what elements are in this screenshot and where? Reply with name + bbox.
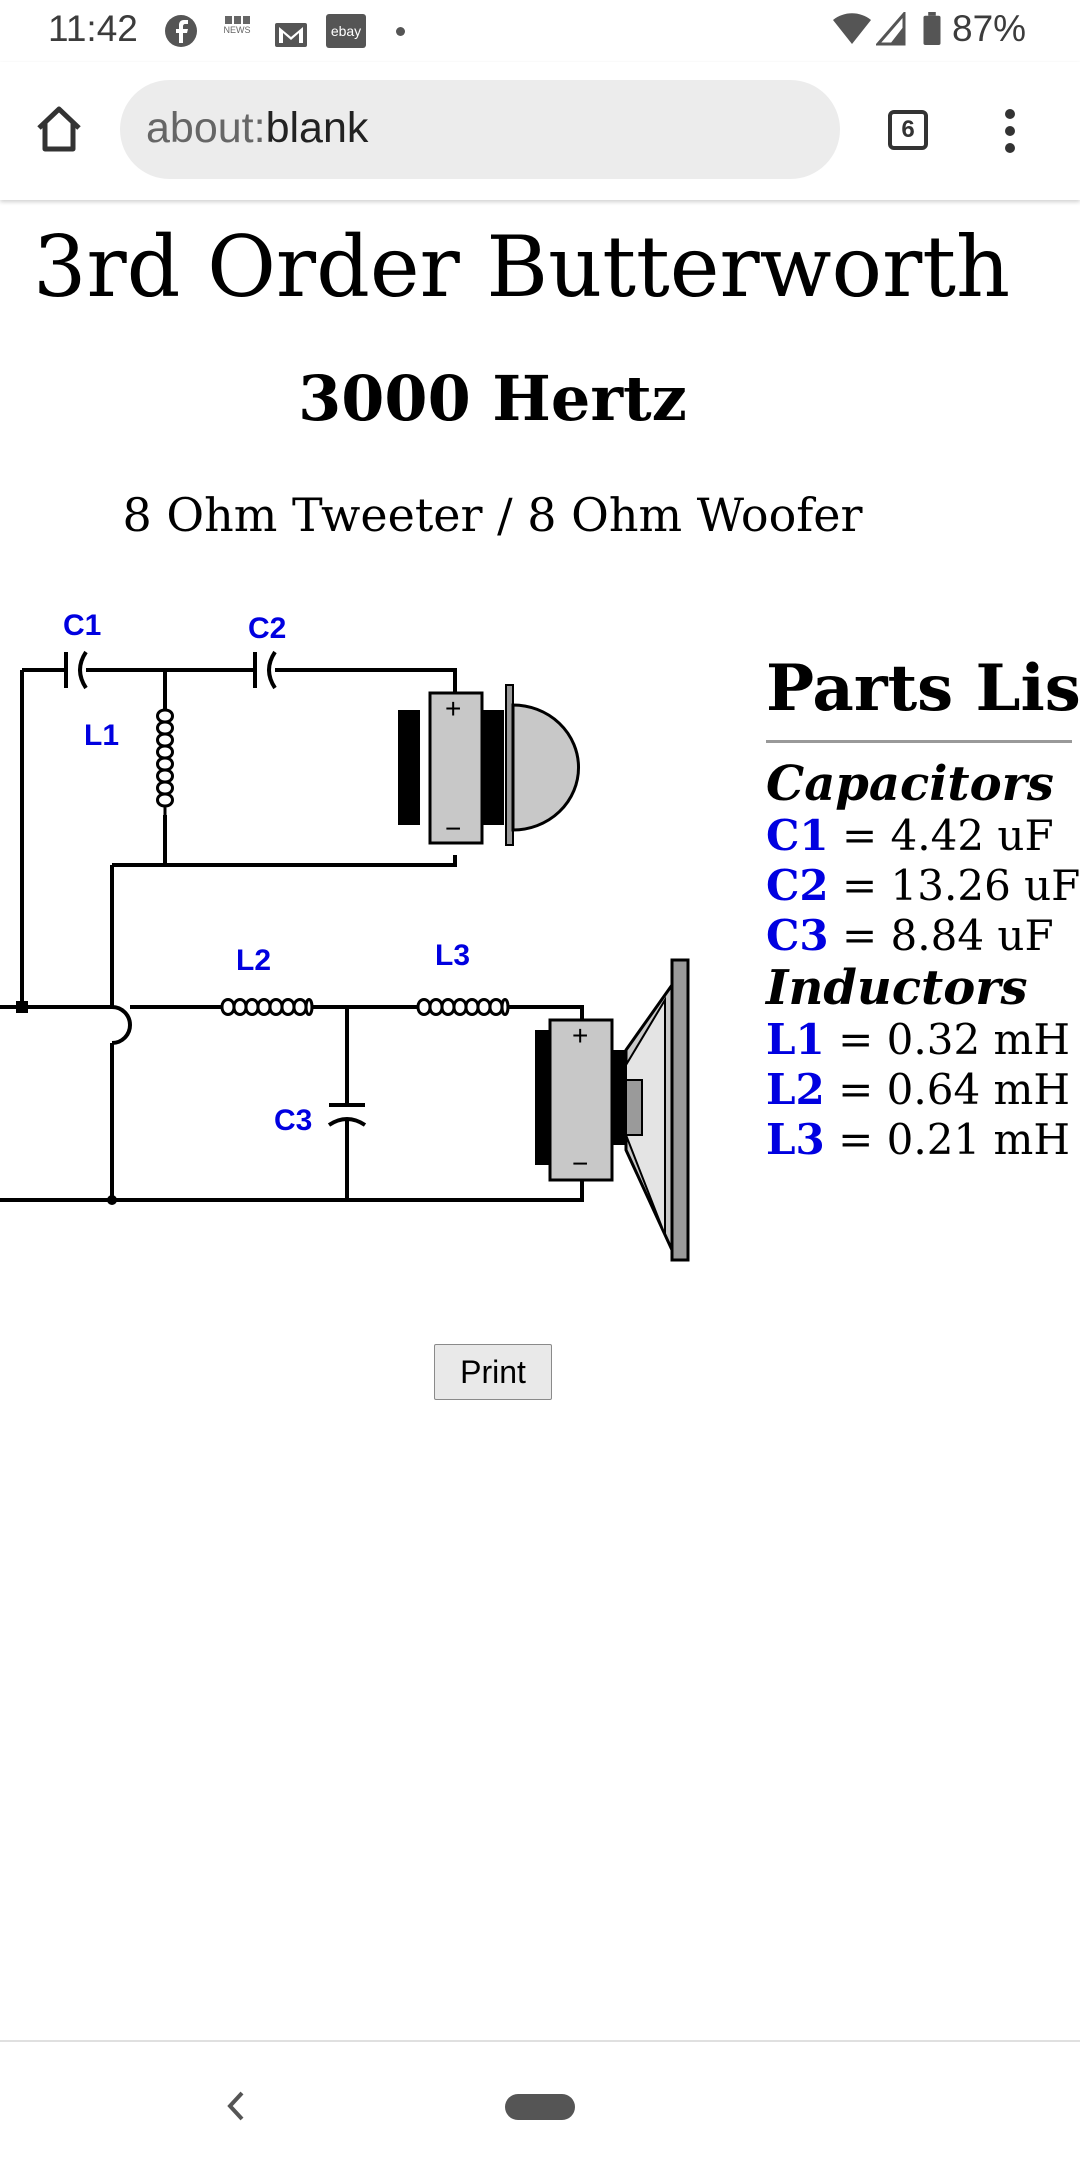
part-row-l3: L3 = 0.21 mH	[766, 1115, 1070, 1164]
l3-inductor	[416, 998, 510, 1016]
wifi-icon	[833, 13, 871, 44]
print-button[interactable]: Print	[434, 1344, 552, 1400]
ebay-icon: ebay	[326, 14, 366, 48]
tweeter-minus-label: −	[445, 813, 461, 844]
tab-switcher-button[interactable]: 6	[888, 110, 928, 150]
status-bar: 11:42 NEWS ebay 87%	[0, 0, 1080, 62]
navigation-bar	[0, 2040, 1080, 2162]
speaker-description: 8 Ohm Tweeter / 8 Ohm Woofer	[122, 488, 863, 542]
c3-label: C3	[274, 1104, 312, 1137]
c3-capacitor	[327, 1103, 367, 1127]
overflow-menu-icon[interactable]	[996, 106, 1024, 156]
l2-inductor	[220, 998, 314, 1016]
bbc-news-icon: NEWS	[222, 16, 252, 46]
frequency-heading: 3000 Hertz	[298, 362, 687, 435]
url-text[interactable]: about:blank	[146, 104, 369, 152]
page-title: 3rd Order Butterworth	[33, 218, 1011, 316]
part-row-l2: L2 = 0.64 mH	[766, 1065, 1070, 1114]
woofer-speaker	[535, 958, 690, 1262]
battery-percent: 87%	[952, 8, 1027, 49]
part-row-c2: C2 = 13.26 uF	[766, 861, 1080, 910]
c2-label: C2	[248, 612, 286, 645]
woofer-minus-label: −	[572, 1148, 588, 1179]
part-row-l1: L1 = 0.32 mH	[766, 1015, 1070, 1064]
c2-capacitor	[253, 650, 277, 690]
woofer-plus-label: +	[572, 1020, 588, 1051]
part-row-c3: C3 = 8.84 uF	[766, 911, 1054, 960]
l1-inductor	[156, 708, 174, 815]
part-row-c1: C1 = 4.42 uF	[766, 811, 1054, 860]
parts-list-heading: Parts List	[766, 651, 1080, 726]
c1-label: C1	[63, 609, 101, 642]
url-bar[interactable]: about:blank	[120, 80, 840, 179]
back-icon[interactable]	[226, 2090, 246, 2122]
capacitors-heading: Capacitors	[766, 756, 1054, 812]
status-time: 11:42	[48, 8, 138, 49]
tweeter-speaker	[398, 684, 580, 846]
battery-icon	[923, 12, 941, 46]
junction-dot	[107, 1195, 117, 1205]
facebook-icon	[165, 15, 197, 47]
parts-list: Parts List Capacitors C1 = 4.42 uF C2 = …	[766, 648, 1080, 1165]
parts-divider	[766, 740, 1072, 743]
junction-dot	[16, 1001, 28, 1013]
home-gesture-pill[interactable]	[505, 2094, 575, 2120]
gmail-icon	[275, 23, 307, 47]
tweeter-plus-label: +	[445, 693, 461, 724]
inductors-heading: Inductors	[766, 960, 1028, 1016]
cell-signal-icon	[876, 12, 906, 46]
crossover-schematic: C1 C2 L1 L2 L3 C3 + − + −	[0, 609, 690, 1262]
l1-label: L1	[84, 719, 119, 752]
more-dot-icon	[396, 27, 405, 36]
c1-capacitor	[64, 650, 88, 690]
home-icon[interactable]	[34, 104, 84, 154]
l3-label: L3	[435, 939, 470, 972]
l2-label: L2	[236, 944, 271, 977]
